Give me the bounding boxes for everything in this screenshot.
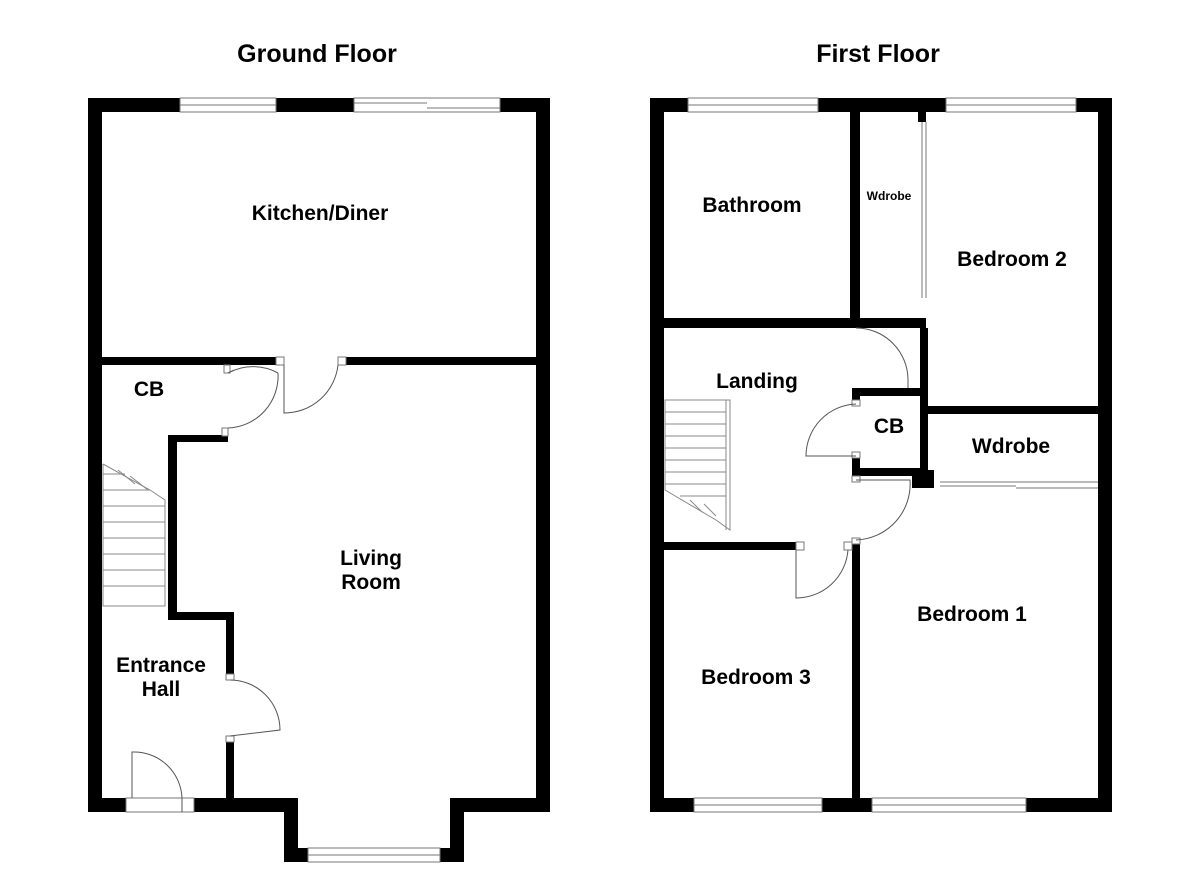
bedroom2-label: Bedroom 2 — [957, 248, 1067, 271]
ground-floor-windows — [179, 97, 501, 863]
entrance-hall-label-line2: Hall — [142, 678, 181, 701]
kitchen-diner-label: Kitchen/Diner — [252, 202, 389, 225]
first-floor-plan: First Floor — [650, 40, 1112, 813]
wardrobe-label: Wdrobe — [972, 435, 1050, 458]
first-floor-doors — [795, 327, 911, 599]
entrance-hall-label-line1: Entrance — [116, 654, 206, 677]
wardrobe-small-label: Wdrobe — [867, 189, 912, 203]
first-floor-stairs — [664, 399, 731, 531]
ground-floor-doors — [125, 356, 347, 813]
bedroom3-label: Bedroom 3 — [701, 666, 811, 689]
front-door — [125, 797, 195, 813]
first-floor-walls — [650, 98, 1112, 812]
living-room-label-line2: Room — [341, 571, 401, 594]
bathroom-label: Bathroom — [702, 194, 801, 217]
ground-floor-walls — [88, 98, 550, 862]
bedroom1-label: Bedroom 1 — [917, 603, 1027, 626]
ground-floor-plan: Ground Floor — [88, 40, 550, 863]
first-floor-title: First Floor — [816, 40, 940, 68]
ground-cb-label: CB — [134, 378, 164, 401]
ground-floor-title: Ground Floor — [237, 40, 397, 68]
ground-floor-stairs — [102, 463, 166, 607]
patio-sliding-door — [353, 97, 501, 113]
living-room-label-line1: Living — [340, 547, 402, 570]
first-cb-label: CB — [874, 415, 904, 438]
landing-label: Landing — [716, 370, 798, 393]
first-floor-windows — [687, 97, 1098, 813]
